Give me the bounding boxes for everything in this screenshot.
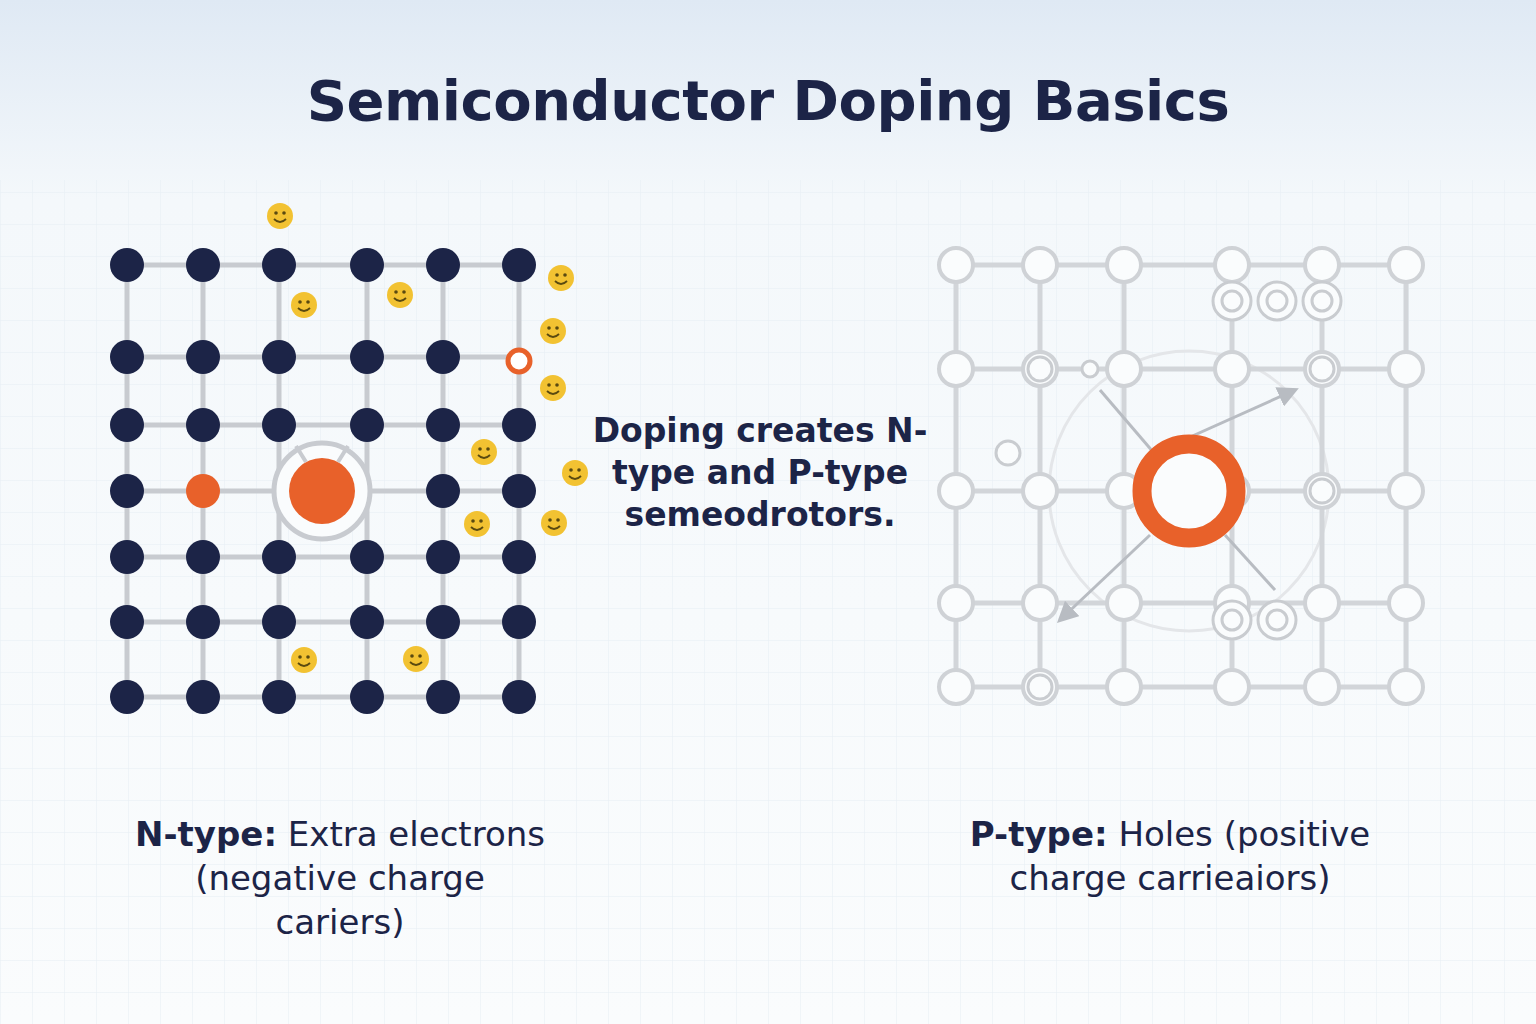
silicon-atom [1107, 670, 1141, 704]
n-type-lattice [110, 203, 588, 714]
silicon-atom [939, 474, 973, 508]
caption-heading: N-type: [135, 814, 277, 854]
silicon-atom [350, 340, 384, 374]
silicon-atom [350, 605, 384, 639]
silicon-atom [1305, 352, 1339, 386]
silicon-atom [186, 605, 220, 639]
silicon-atom [1023, 586, 1057, 620]
lattice-bond [127, 620, 519, 625]
silicon-atom [426, 248, 460, 282]
silicon-atom [1305, 586, 1339, 620]
lattice-bond [127, 555, 519, 560]
silicon-atom [1305, 248, 1339, 282]
silicon-atom [1023, 248, 1057, 282]
silicon-atom [1215, 352, 1249, 386]
silicon-atom [1107, 586, 1141, 620]
silicon-atom [1305, 474, 1339, 508]
silicon-atom [502, 408, 536, 442]
p-type-caption: P-type: Holes (positive charge carrieaio… [960, 812, 1380, 900]
silicon-atom [426, 680, 460, 714]
silicon-atom [1389, 474, 1423, 508]
silicon-atom [262, 605, 296, 639]
silicon-atom [350, 248, 384, 282]
silicon-atom [502, 474, 536, 508]
silicon-atom [350, 540, 384, 574]
silicon-atom [350, 408, 384, 442]
silicon-atom [186, 340, 220, 374]
silicon-atom [110, 340, 144, 374]
silicon-atom [186, 248, 220, 282]
silicon-atom [1023, 352, 1057, 386]
silicon-atom [186, 408, 220, 442]
silicon-atom [939, 248, 973, 282]
silicon-atom [262, 408, 296, 442]
lattice-bond [127, 695, 519, 700]
silicon-atom [939, 352, 973, 386]
title: Semiconductor Doping Basics [0, 68, 1536, 133]
caption-heading: P-type: [970, 814, 1108, 854]
electron-smileys [267, 203, 588, 673]
lattice-bond [127, 355, 519, 360]
silicon-atom [1023, 474, 1057, 508]
silicon-atom [502, 680, 536, 714]
lattice-bond [127, 263, 519, 268]
silicon-atom [1215, 248, 1249, 282]
silicon-atom [262, 540, 296, 574]
silicon-atom [1215, 670, 1249, 704]
silicon-atom [502, 605, 536, 639]
silicon-atom [939, 670, 973, 704]
n-type-caption: N-type: Extra electrons (negative charge… [130, 812, 550, 944]
silicon-atom [1107, 248, 1141, 282]
silicon-atom [262, 248, 296, 282]
silicon-atom [1107, 352, 1141, 386]
silicon-atom [110, 540, 144, 574]
silicon-atom [1389, 352, 1423, 386]
silicon-atom [502, 248, 536, 282]
silicon-atom [1389, 586, 1423, 620]
background-grid [0, 180, 1536, 1024]
silicon-atom [426, 474, 460, 508]
silicon-atom [110, 408, 144, 442]
silicon-atom [110, 474, 144, 508]
silicon-atom [350, 680, 384, 714]
silicon-atom [426, 540, 460, 574]
silicon-atom [426, 340, 460, 374]
silicon-atom [426, 605, 460, 639]
silicon-atom [1389, 248, 1423, 282]
silicon-atom [1389, 670, 1423, 704]
silicon-atom [1305, 670, 1339, 704]
silicon-atom [1023, 670, 1057, 704]
p-type-lattice [939, 248, 1423, 704]
silicon-atom [110, 680, 144, 714]
silicon-atom [186, 680, 220, 714]
silicon-atom [262, 680, 296, 714]
silicon-atom [502, 540, 536, 574]
lattice-bond [127, 423, 519, 428]
silicon-atom [186, 540, 220, 574]
silicon-atom [939, 586, 973, 620]
center-note: Doping creates N-type and P-type semeodr… [590, 410, 930, 536]
silicon-atom [110, 605, 144, 639]
silicon-atom [110, 248, 144, 282]
silicon-atom [426, 408, 460, 442]
silicon-atom [262, 340, 296, 374]
